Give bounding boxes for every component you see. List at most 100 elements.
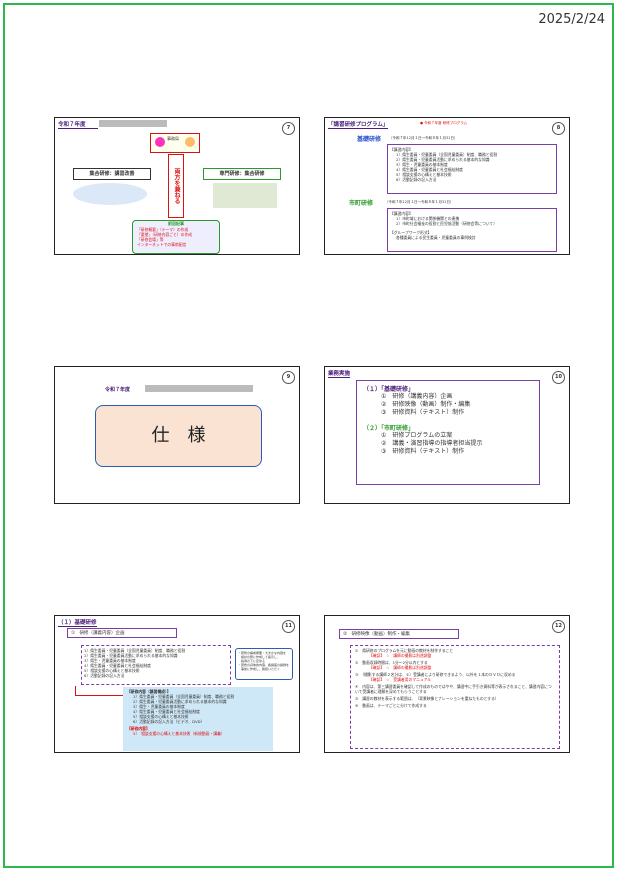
panel-item: 6）活動記録の記入方法（ビデオ、DVD）: [133, 719, 205, 724]
redacted-bar: [145, 385, 253, 392]
training-illustration: [213, 183, 277, 208]
panel-title: 【研修内容（講習構成）】: [127, 689, 171, 694]
slide-title: 「講習研修プログラム」: [328, 122, 389, 129]
list-item: ⑤ 講習の教材を表示する範囲は、（背景映像とナレーションを重ねたものとする）: [355, 696, 499, 701]
person-icon: [155, 137, 165, 147]
list-item: 5）相談支援の心構えと基本技術: [396, 172, 452, 177]
person-icon: [185, 137, 195, 147]
list-item: ④ 内容は、第三講習委員を確認して作成のものではやや、講習中に手引き資料等が表示…: [355, 684, 552, 694]
task-item: ② 講義・演習指導の指導者担当提示: [381, 440, 483, 447]
list-note: 【確認】 ☆ 講師の撮影は別途調整: [369, 665, 432, 670]
content-list: 1）県生委員・児童委員（全国児童委員）制度、職務と役割 2）県生委員・児童委員活…: [81, 645, 231, 685]
list-item: 4）県生委員・児童委員と社会福祉制度: [84, 663, 151, 668]
panel-item: 1）県生委員・児童委員（全国児童委員）制度、職務と役割: [133, 694, 235, 699]
list-item: 1）県生委員・児童委員（全国児童委員）制度、職務と役割: [84, 648, 186, 653]
list-item: 6）活動記録の記入方法: [396, 177, 437, 182]
slide-title: 業務実施: [328, 371, 351, 378]
redacted-bar: [99, 120, 167, 127]
list-item: 1）市町域における関係機関との連携: [396, 216, 460, 221]
list-item: 2）県生委員・児童委員活動に求められる基本的な知識: [396, 157, 490, 162]
note-line: 検討の際に作成して提示し、: [238, 655, 280, 659]
task-item: ① 研修（講義内容）企画: [381, 393, 453, 400]
section-title: （２）「市町研修」: [363, 425, 415, 432]
list-item: 3）県生・児童委員の基本制度: [396, 162, 448, 167]
task-item: ③ 研修資料（テキスト）制作: [381, 448, 465, 455]
slide-12: 12 ② 研修映像（動画）制作・編集 ① 県研修のプログラムを元に動画の教材を制…: [324, 615, 570, 753]
note-line: ・研修の構成概要・大まかな内容を: [238, 651, 287, 655]
center-label: 事務局: [167, 136, 179, 141]
note-item: インターネットでの事前配信: [137, 242, 187, 247]
slide-7: 令和７年度 7 事務局 両方を兼ねる 集合研修：講習改善 専門研修：集合研修 前…: [54, 117, 300, 255]
section-period: （令和７年12月１日～令和８年１月31日）: [385, 200, 454, 204]
section-title: 市町研修: [349, 200, 374, 207]
list-item: ① 県研修のプログラムを元に動画の教材を制作すること: [355, 648, 454, 653]
content-list: ① 県研修のプログラムを元に動画の教材を制作すること 【確認】 ☆ 講師の撮影は…: [350, 645, 560, 749]
connector-line: [75, 686, 125, 696]
slide-10: 業務実施 10 （１）「基礎研修」 ① 研修（講義内容）企画 ② 研修映像（動画…: [324, 366, 570, 504]
page-frame: [3, 3, 614, 868]
task-item: ① 研修プログラムの立案: [381, 432, 453, 439]
page-number: 8: [552, 122, 565, 135]
print-date: 2025/2/24: [538, 12, 605, 27]
list-item: 6）活動記録の記入方法: [84, 673, 125, 678]
office-panel: 事務局: [150, 133, 200, 153]
section-title: 基礎研修: [357, 136, 382, 143]
note-item: 「研修概要」（テーマ）の作成: [137, 227, 189, 232]
page-number: 9: [282, 371, 295, 384]
list-item: 3）県生・児童委員の基本制度: [84, 658, 136, 663]
box-heading: 【グループワーク形式】: [390, 230, 432, 235]
list-item: 1）県生委員・児童委員（全国児童委員）制度、職務と役割: [396, 152, 498, 157]
panel-red: 【研修内容】: [127, 726, 150, 731]
list-item: ② 動画収録時間は、1分～2分以内とする: [355, 660, 428, 665]
slide-title: （１）基礎研修: [58, 620, 97, 627]
panel-item: 2）県生委員・児童委員活動に求められる基本的な知識: [133, 699, 227, 704]
task-box: （１）「基礎研修」 ① 研修（講義内容）企画 ② 研修映像（動画）制作・編集 ③…: [356, 380, 540, 485]
detail-panel: 【研修内容（講習構成）】 1）県生委員・児童委員（全国児童委員）制度、職務と役割…: [123, 687, 273, 751]
list-note: 【確認】 ☆ 受講者用のマニュアル: [369, 677, 432, 682]
panel-item: 3）県生・児童委員の基本制度: [133, 704, 185, 709]
list-item: 2）市町社会福祉の役割と民児協活動（研修会等について）: [396, 221, 498, 226]
note-line: ・研修の具体的内容、各講座の講師を: [238, 663, 290, 667]
left-box: 集合研修：講習改善: [73, 168, 151, 180]
page-number: 7: [282, 122, 295, 135]
content-box: 【講習内容】 1）市町域における関係機関との連携 2）市町社会福祉の役割と民児協…: [387, 208, 557, 252]
slide-8: 「講習研修プログラム」 ● 令和７年度 研修プログラム 8 基礎研修 （令和７年…: [324, 117, 570, 255]
slide-title: 令和７年度: [105, 387, 131, 393]
side-note: ・研修の構成概要・大まかな内容を 検討の際に作成して提示し、 指導の下に定める …: [235, 648, 293, 680]
slide-9: 9 令和７年度 仕 様: [54, 366, 300, 504]
sub-heading: ① 研修（講義内容）企画: [67, 628, 177, 638]
note-line: 事前に作成し、確認いただく: [238, 667, 281, 671]
panel-item: 5） 相談支援の心構えと基本技術（新規動画・講義）: [133, 731, 225, 736]
slide-subtitle: ● 令和７年度 研修プログラム: [420, 121, 468, 125]
notes-title: 前回記事: [168, 221, 184, 226]
list-item: ③ （撮影する講師２名分は、①）受講者により研修できるよう、以外を１本のＤＶＤに…: [355, 672, 516, 677]
list-item: 2）県生委員・児童委員活動に求められる基本的な知識: [84, 653, 178, 658]
section-title: （１）「基礎研修」: [363, 386, 415, 393]
sub-heading: ② 研修映像（動画）制作・編集: [339, 629, 459, 639]
slide-title: 令和７年度: [58, 120, 98, 129]
section-period: （令和７年12月１日～令和８年１月31日）: [389, 136, 458, 140]
list-item: 各種委員による民生委員・児童委員の事例検討: [396, 235, 476, 240]
task-item: ② 研修映像（動画）制作・編集: [381, 401, 471, 408]
notes-panel: 前回記事 「研修概要」（テーマ）の作成 「要望」（研修内容ごと）の作成 「研修会…: [132, 220, 220, 254]
note-item: 「要望」（研修内容ごと）の作成: [137, 232, 193, 237]
slide-11: （１）基礎研修 11 ① 研修（講義内容）企画 1）県生委員・児童委員（全国児童…: [54, 615, 300, 753]
classroom-illustration: [73, 183, 147, 205]
box-heading: 【講習内容】: [390, 147, 413, 152]
center-vertical: 両方を兼ねる: [168, 154, 184, 218]
box-heading: 【講習内容】: [390, 211, 413, 216]
panel-item: 4）県生委員・児童委員と社会福祉制度: [133, 709, 200, 714]
page-number: 10: [552, 371, 565, 384]
right-box: 専門研修：集合研修: [203, 168, 281, 180]
note-item: 「研修会場」等: [137, 237, 164, 242]
content-box: 【講習内容】 1）県生委員・児童委員（全国児童委員）制度、職務と役割 2）県生委…: [387, 144, 557, 194]
list-item: ⑥ 動画は、テーマごとに分けて作成する: [355, 703, 427, 708]
spec-box: 仕 様: [95, 405, 262, 467]
list-item: 4）県生委員・児童委員と社会福祉制度: [396, 167, 463, 172]
panel-item: 5）相談支援の心構えと基本技術: [133, 714, 189, 719]
page-number: 11: [282, 620, 295, 633]
task-item: ③ 研修資料（テキスト）制作: [381, 409, 465, 416]
note-line: 指導の下に定める: [238, 659, 266, 663]
page-number: 12: [552, 620, 565, 633]
list-note: 【確認】 ☆ 講師の撮影は別途調整: [369, 653, 432, 658]
